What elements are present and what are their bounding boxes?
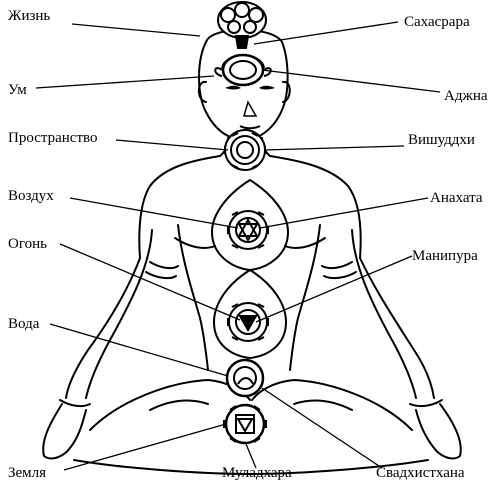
label-um: Ум	[8, 82, 27, 98]
right-armband-2	[323, 271, 357, 280]
right-hand	[415, 403, 462, 460]
left-torso	[177, 224, 209, 371]
label-svadkhistkhana: Свадхистхана	[376, 465, 465, 481]
left-inner-arm	[85, 229, 153, 399]
label-vishuddkhi: Вишуддхи	[408, 132, 475, 148]
label-anakhata: Анахата	[430, 190, 483, 206]
left-armband-2	[145, 271, 177, 280]
label-voda: Вода	[8, 316, 40, 332]
left-shoulder	[65, 155, 221, 399]
label-adzhna: Аджна	[444, 88, 488, 104]
right-foot	[293, 399, 353, 411]
left-foot	[149, 399, 209, 411]
right-shoulder	[269, 155, 435, 399]
lower-legs	[73, 459, 429, 475]
right-leg	[251, 379, 413, 431]
root-lotus-icon	[223, 403, 267, 445]
navel-lotus-icon	[227, 302, 269, 342]
third-eye-icon	[214, 53, 272, 87]
right-chest	[284, 237, 326, 249]
right-armband	[321, 261, 353, 270]
left-hand	[42, 403, 87, 460]
heart-lotus-icon	[227, 210, 269, 250]
label-vozdukh: Воздух	[8, 188, 54, 204]
left-ear	[197, 80, 207, 103]
left-wristband	[59, 399, 91, 408]
navel-channel	[213, 269, 287, 359]
right-ear	[282, 80, 291, 103]
label-manipura: Манипура	[412, 248, 478, 264]
right-wristband	[409, 399, 443, 408]
pointer-lines	[35, 21, 441, 471]
left-chest	[174, 237, 216, 249]
left-armband	[149, 261, 179, 270]
throat-lotus-icon	[224, 129, 266, 171]
label-zhizn: Жизнь	[8, 8, 51, 24]
label-prostranstvo: Пространство	[8, 130, 98, 146]
head-outline	[198, 28, 289, 139]
sacral-lotus-icon	[225, 358, 265, 398]
lotus-crown-icon	[217, 1, 267, 49]
label-sahasrara: Сахасрара	[404, 14, 470, 30]
right-torso	[289, 224, 321, 371]
label-muladkhara: Муладхара	[222, 465, 292, 481]
label-zemlya: Земля	[8, 465, 47, 481]
right-inner-arm	[351, 229, 417, 399]
face	[225, 85, 275, 130]
label-ogon: Огонь	[8, 236, 47, 252]
